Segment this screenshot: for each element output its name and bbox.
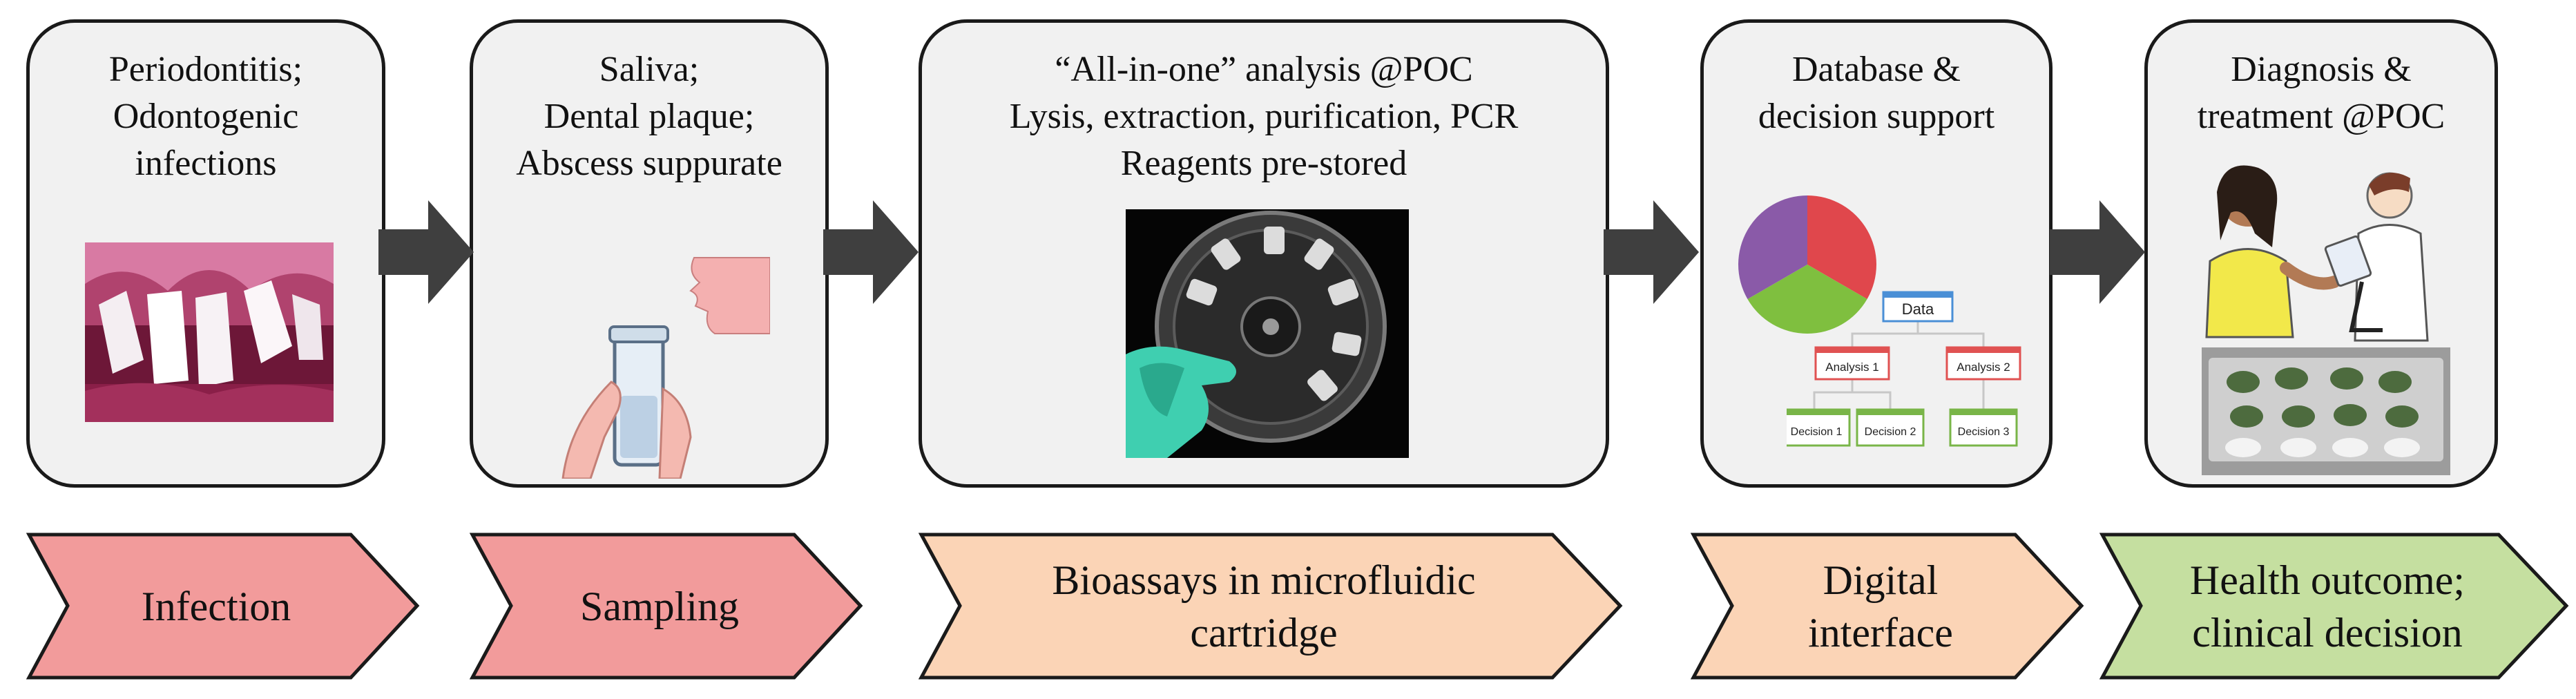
chevron-bioassays-label: Bioassays in microfluidic cartridge [967,532,1561,680]
tree-node-analysis-1-label: Analysis 1 [1825,361,1878,374]
flow-arrow-icon [2050,200,2145,304]
panel-text-line: Database & [1791,50,1961,89]
flow-arrow-icon [1604,200,1699,304]
flow-arrow-icon [378,200,474,304]
chevron-infection-label: Infection [68,532,365,680]
tree-node-decision-2: Decision 2 [1856,408,1925,447]
chevron-label-line: Digital [1823,557,1939,603]
tree-node-decision-1-label: Decision 1 [1791,426,1843,438]
saliva-sampling-illustration [561,257,770,479]
chevron-label-line: Sampling [579,583,739,629]
chevron-digital-shape [1691,533,2084,680]
panel-text-line: Dental plaque; [544,97,755,136]
chevron-sampling-label: Sampling [511,532,808,680]
panel-sampling-text: Saliva; Dental plaque; Abscess suppurate [473,46,825,187]
chevron-bioassays-shape [919,533,1623,680]
chevron-label-line: clinical decision [2192,609,2463,655]
panel-bioassays-text: “All-in-one” analysis @POC Lysis, extrac… [922,46,1606,187]
panel-text-line: Periodontitis; [108,50,303,89]
tree-node-analysis-2-label: Analysis 2 [1957,361,2010,374]
panel-infection: Periodontitis; Odontogenic infections [26,19,385,488]
tree-node-analysis-1: Analysis 1 [1814,346,1890,381]
flow-arrow-icon [823,200,919,304]
chevron-infection [26,533,420,680]
chevron-health-shape [2099,533,2569,680]
panel-digital-text: Database & decision support [1704,46,2049,140]
panel-text-line: infections [135,144,277,183]
pie-chart-icon [1738,195,1876,334]
panel-health: Diagnosis & treatment @POC [2144,19,2498,488]
chevron-infection-shape [26,533,420,680]
panel-text-line: Reagents pre-stored [1120,144,1407,183]
chevron-label-line: cartridge [1190,609,1338,655]
panel-bioassays: “All-in-one” analysis @POC Lysis, extrac… [919,19,1609,488]
chevron-health [2099,533,2569,680]
chevron-health-label: Health outcome; clinical decision [2141,532,2514,680]
panel-infection-text: Periodontitis; Odontogenic infections [30,46,382,187]
panel-health-text: Diagnosis & treatment @POC [2148,46,2495,140]
chevron-bioassays [919,533,1623,680]
panel-text-line: decision support [1758,97,1995,136]
teeth-gum-photo [85,242,334,422]
chevron-digital [1691,533,2084,680]
tree-node-decision-3-label: Decision 3 [1958,426,2010,438]
panel-text-line: “All-in-one” analysis @POC [1055,50,1473,89]
tree-node-data-label: Data [1902,300,1934,318]
microfluidic-cartridge-photo [1126,209,1409,458]
chevron-digital-label: Digital interface [1732,532,2029,680]
tree-node-data: Data [1882,291,1954,323]
chevron-label-line: Bioassays in microfluidic [1052,557,1476,603]
panel-text-line: treatment @POC [2197,97,2445,136]
pill-blister-photo [2202,347,2450,475]
panel-text-line: Saliva; [599,50,700,89]
chevron-label-line: interface [1808,609,1953,655]
panel-digital: Database & decision support Data [1700,19,2053,488]
tree-node-decision-3: Decision 3 [1949,408,2018,447]
panel-text-line: Odontogenic [113,97,299,136]
panel-text-line: Diagnosis & [2231,50,2412,89]
chevron-sampling-shape [470,533,863,680]
tree-node-decision-2-label: Decision 2 [1865,426,1916,438]
panel-text-line: Lysis, extraction, purification, PCR [1009,97,1519,136]
doctor-patient-illustration [2205,165,2429,342]
panel-sampling: Saliva; Dental plaque; Abscess suppurate [470,19,829,488]
tree-node-analysis-2: Analysis 2 [1945,346,2021,381]
decision-tree: Data Analysis 1 Analysis 2 Decision 1 De [1787,291,2021,447]
tree-node-decision-1: Decision 1 [1787,408,1851,447]
panel-text-line: Abscess suppurate [516,144,782,183]
chevron-label-line: Health outcome; [2189,557,2466,603]
chevron-sampling [470,533,863,680]
chevron-label-line: Infection [141,583,291,629]
